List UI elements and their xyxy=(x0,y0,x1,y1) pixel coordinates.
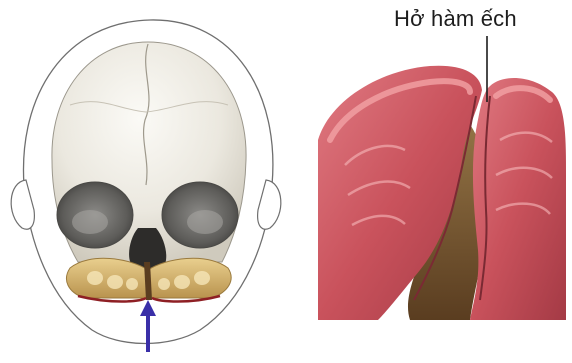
cleft-palate-label: Hở hàm ếch xyxy=(394,6,570,32)
right-palatal-shelf xyxy=(470,78,566,320)
skull-front-view xyxy=(11,20,281,352)
palate-closeup xyxy=(318,36,566,320)
